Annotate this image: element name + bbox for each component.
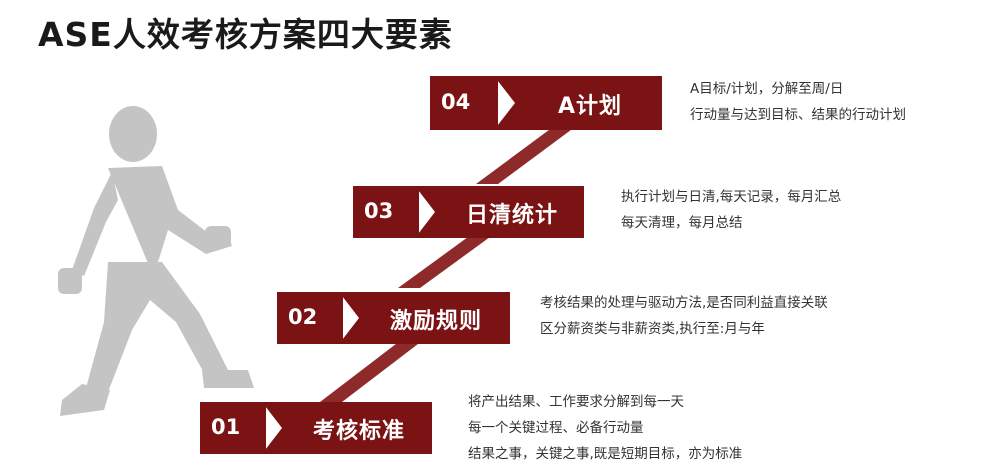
step-02-number-block <box>277 292 343 344</box>
step-02 <box>277 292 510 344</box>
step-04-desc-line: A目标/计划，分解至周/日 <box>690 81 844 97</box>
step-02-description: 考核结果的处理与驱动方法,是否同利益直接关联 区分薪资类与非薪资类,执行至:月与… <box>540 290 828 342</box>
step-04-number: 04 <box>441 90 471 114</box>
step-03-label-block <box>415 186 584 238</box>
step-01-description: 将产出结果、工作要求分解到每一天 每一个关键过程、必备行动量 结果之事，关键之事… <box>468 389 742 467</box>
step-02-desc-line: 考核结果的处理与驱动方法,是否同利益直接关联 <box>540 295 828 311</box>
walking-person-icon <box>58 106 254 416</box>
step-01-number: 01 <box>211 415 241 439</box>
step-03 <box>353 186 584 238</box>
step-01-desc-line: 每一个关键过程、必备行动量 <box>468 420 644 436</box>
step-04-number-block <box>430 76 498 130</box>
step-03-desc-line: 每天清理，每月总结 <box>621 215 743 231</box>
step-04-desc-line: 行动量与达到目标、结果的行动计划 <box>690 107 906 123</box>
step-01-label: 考核标准 <box>312 419 405 444</box>
page-title: ASE人效考核方案四大要素 <box>38 15 453 54</box>
step-03-description: 执行计划与日清,每天记录，每月汇总 每天清理，每月总结 <box>621 184 841 236</box>
step-03-desc-line: 执行计划与日清,每天记录，每月汇总 <box>621 189 842 205</box>
step-04-label-block <box>494 76 662 130</box>
step-01-desc-line: 将产出结果、工作要求分解到每一天 <box>468 394 684 410</box>
step-02-number: 02 <box>288 305 318 329</box>
step-04-description: A目标/计划，分解至周/日 行动量与达到目标、结果的行动计划 <box>690 76 906 128</box>
step-02-label: 激励规则 <box>389 309 482 334</box>
step-01 <box>200 402 432 454</box>
step-04-label: A计划 <box>557 94 623 119</box>
step-04 <box>430 76 662 130</box>
step-03-number-block <box>353 186 419 238</box>
step-01-label-block <box>262 402 432 454</box>
step-01-desc-line: 结果之事，关键之事,既是短期目标，亦为标准 <box>468 446 743 462</box>
step-03-label: 日清统计 <box>465 203 558 228</box>
step-01-number-block <box>200 402 266 454</box>
step-02-label-block <box>339 292 510 344</box>
step-02-desc-line: 区分薪资类与非薪资类,执行至:月与年 <box>540 321 765 337</box>
step-03-number: 03 <box>364 199 394 223</box>
